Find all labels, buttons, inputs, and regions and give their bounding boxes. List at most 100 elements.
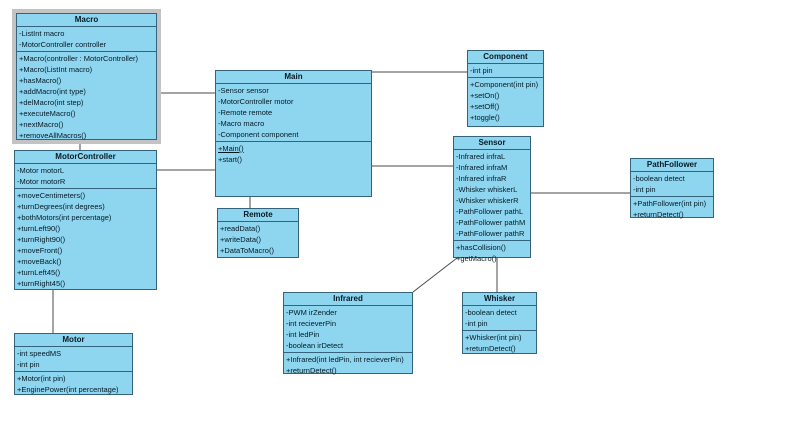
class-box-macro[interactable]: Macro -ListInt macro -MotorController cont… xyxy=(12,9,161,144)
class-title-motor: Motor xyxy=(15,334,132,347)
class-method: +turnLeft45() xyxy=(17,268,61,277)
attributes-compartment: -Infrared infraL -Infrared infraM -Infrare… xyxy=(454,150,530,241)
class-title-motorcontroller: MotorController xyxy=(15,151,156,164)
class-attribute: -Remote remote xyxy=(218,108,273,117)
class-title-remote: Remote xyxy=(218,209,298,222)
class-attribute: -PathFollower pathR xyxy=(456,229,525,238)
class-method: +start() xyxy=(218,155,242,164)
class-method: +turnDegrees(int degrees) xyxy=(17,202,105,211)
attributes-compartment: -int speedMS -int pin xyxy=(15,347,132,372)
attributes-compartment: -ListInt macro -MotorController controlle… xyxy=(17,27,156,52)
class-attribute: -Whisker whiskerL xyxy=(456,185,518,194)
class-method: +turnRight45() xyxy=(17,279,66,288)
methods-compartment: +Component(int pin) +setOn() +setOff() +tog… xyxy=(468,78,543,126)
class-method: +returnDetect() xyxy=(465,344,516,353)
class-attribute: -int pin xyxy=(465,319,488,328)
class-attribute: -Sensor sensor xyxy=(218,86,269,95)
class-box-infrared[interactable]: Infrared -PWM irZender -int recieverPin -in… xyxy=(283,292,413,375)
connector-sensor-to-infrared[interactable] xyxy=(412,257,458,293)
class-attribute: -PathFollower pathL xyxy=(456,207,524,216)
class-attribute: -int ledPin xyxy=(286,330,320,339)
class-attribute: -Infrared infraL xyxy=(456,152,506,161)
attributes-compartment: -boolean detect -int pin xyxy=(463,306,536,331)
attributes-compartment: -int pin xyxy=(468,64,543,78)
class-box-motorcontroller[interactable]: MotorController-Motor motorL-Motor motor… xyxy=(14,150,157,290)
class-method: +moveFront() xyxy=(17,246,63,255)
methods-compartment: +Motor(int pin)+EnginePower(int percenta… xyxy=(15,372,132,396)
class-method: +Main() xyxy=(218,144,244,153)
class-method: +getMacro() xyxy=(456,254,497,263)
class-attribute: -Motor motorL xyxy=(17,166,65,175)
class-method: +DataToMacro() xyxy=(220,246,274,255)
methods-compartment: +Whisker(int pin) +returnDetect() xyxy=(463,331,536,355)
class-method: +delMacro(int step) xyxy=(19,98,84,107)
class-title-infrared: Infrared xyxy=(284,293,412,306)
class-method: +turnLeft90() xyxy=(17,224,61,233)
class-method: +turnRight90() xyxy=(17,235,66,244)
class-method: +readData() xyxy=(220,224,261,233)
class-title-pathfollower: PathFollower xyxy=(631,159,713,172)
class-box-component[interactable]: Component -int pin +Component(int pin) +set… xyxy=(467,50,544,127)
class-attribute: -int pin xyxy=(470,66,493,75)
class-method: +setOn() xyxy=(470,91,500,100)
class-method: +moveCentimeters() xyxy=(17,191,86,200)
class-title-whisker: Whisker xyxy=(463,293,536,306)
class-method: +writeData() xyxy=(220,235,262,244)
class-attribute: -ListInt macro xyxy=(19,29,65,38)
class-attribute: -int pin xyxy=(633,185,656,194)
methods-compartment: +Main() +start() xyxy=(216,142,371,196)
class-method: +toggle() xyxy=(470,113,500,122)
class-method: +Infrared(int ledPin, int recieverPin) xyxy=(286,355,404,364)
class-attribute: -Infrared infraR xyxy=(456,174,507,183)
class-method: +moveBack() xyxy=(17,257,62,266)
methods-compartment: +moveCentimeters() +turnDegrees(int degre… xyxy=(15,189,156,290)
class-attribute: -MotorController controller xyxy=(19,40,107,49)
class-attribute: -int speedMS xyxy=(17,349,62,358)
class-attribute: -Macro macro xyxy=(218,119,265,128)
class-attribute: -Whisker whiskerR xyxy=(456,196,519,205)
class-box-sensor[interactable]: Sensor-Infrared infraL-Infrared infraM-I… xyxy=(453,136,531,263)
class-attribute: -PathFollower pathM xyxy=(456,218,526,227)
class-method: +hasCollision() xyxy=(456,243,506,252)
methods-compartment: +readData() +writeData() +DataToMacro() xyxy=(218,222,298,257)
class-attribute: -boolean irDetect xyxy=(286,341,344,350)
class-attribute: -boolean detect xyxy=(633,174,685,183)
class-box-main[interactable]: Main-Sensor sensor-MotorController motor… xyxy=(215,70,372,197)
class-method: +addMacro(int type) xyxy=(19,87,86,96)
class-method: +PathFollower(int pin) xyxy=(633,199,707,208)
class-attribute: -MotorController motor xyxy=(218,97,294,106)
class-box-pathfollower[interactable]: PathFollower -boolean detect -int pin +Path… xyxy=(630,158,714,221)
class-title-sensor: Sensor xyxy=(454,137,530,150)
class-box-motor[interactable]: Motor -int speedMS -int pin +Motor(int pin)… xyxy=(14,333,133,395)
class-method: +Macro(controller : MotorController) xyxy=(19,54,138,63)
class-attribute: -Component component xyxy=(218,130,299,139)
class-method: +Macro(ListInt macro) xyxy=(19,65,93,74)
class-method: +executeMacro() xyxy=(19,109,76,118)
attributes-compartment: -Motor motorL-Motor motorR xyxy=(15,164,156,189)
class-box-remote[interactable]: Remote +readData() +writeData() +DataToMacr… xyxy=(217,208,299,258)
class-attribute: -int pin xyxy=(17,360,40,369)
methods-compartment: +PathFollower(int pin) +returnDetect() xyxy=(631,197,713,221)
class-method: +hasMacro() xyxy=(19,76,62,85)
class-method: +returnDetect() xyxy=(633,210,684,219)
class-method: +returnDetect() xyxy=(286,366,337,375)
class-method: +Whisker(int pin) xyxy=(465,333,522,342)
class-method: +nextMacro() xyxy=(19,120,64,129)
attributes-compartment: -boolean detect -int pin xyxy=(631,172,713,197)
class-attribute: -Infrared infraM xyxy=(456,163,508,172)
methods-compartment: +Macro(controller : MotorController) +Mac… xyxy=(17,52,156,142)
class-method: +EnginePower(int percentage) xyxy=(17,385,119,394)
class-method: +bothMotors(int percentage) xyxy=(17,213,112,222)
class-title-macro: Macro xyxy=(17,14,156,27)
attributes-compartment: -PWM irZender -int recieverPin -int ledPin… xyxy=(284,306,412,353)
class-box-whisker[interactable]: Whisker -boolean detect -int pin +Whisker(i… xyxy=(462,292,537,354)
class-attribute: -PWM irZender xyxy=(286,308,337,317)
class-title-component: Component xyxy=(468,51,543,64)
class-method: +setOff() xyxy=(470,102,500,111)
class-method: +Component(int pin) xyxy=(470,80,539,89)
methods-compartment: +hasCollision() +getMacro() xyxy=(454,241,530,265)
class-attribute: -boolean detect xyxy=(465,308,517,317)
class-attribute: -int recieverPin xyxy=(286,319,337,328)
